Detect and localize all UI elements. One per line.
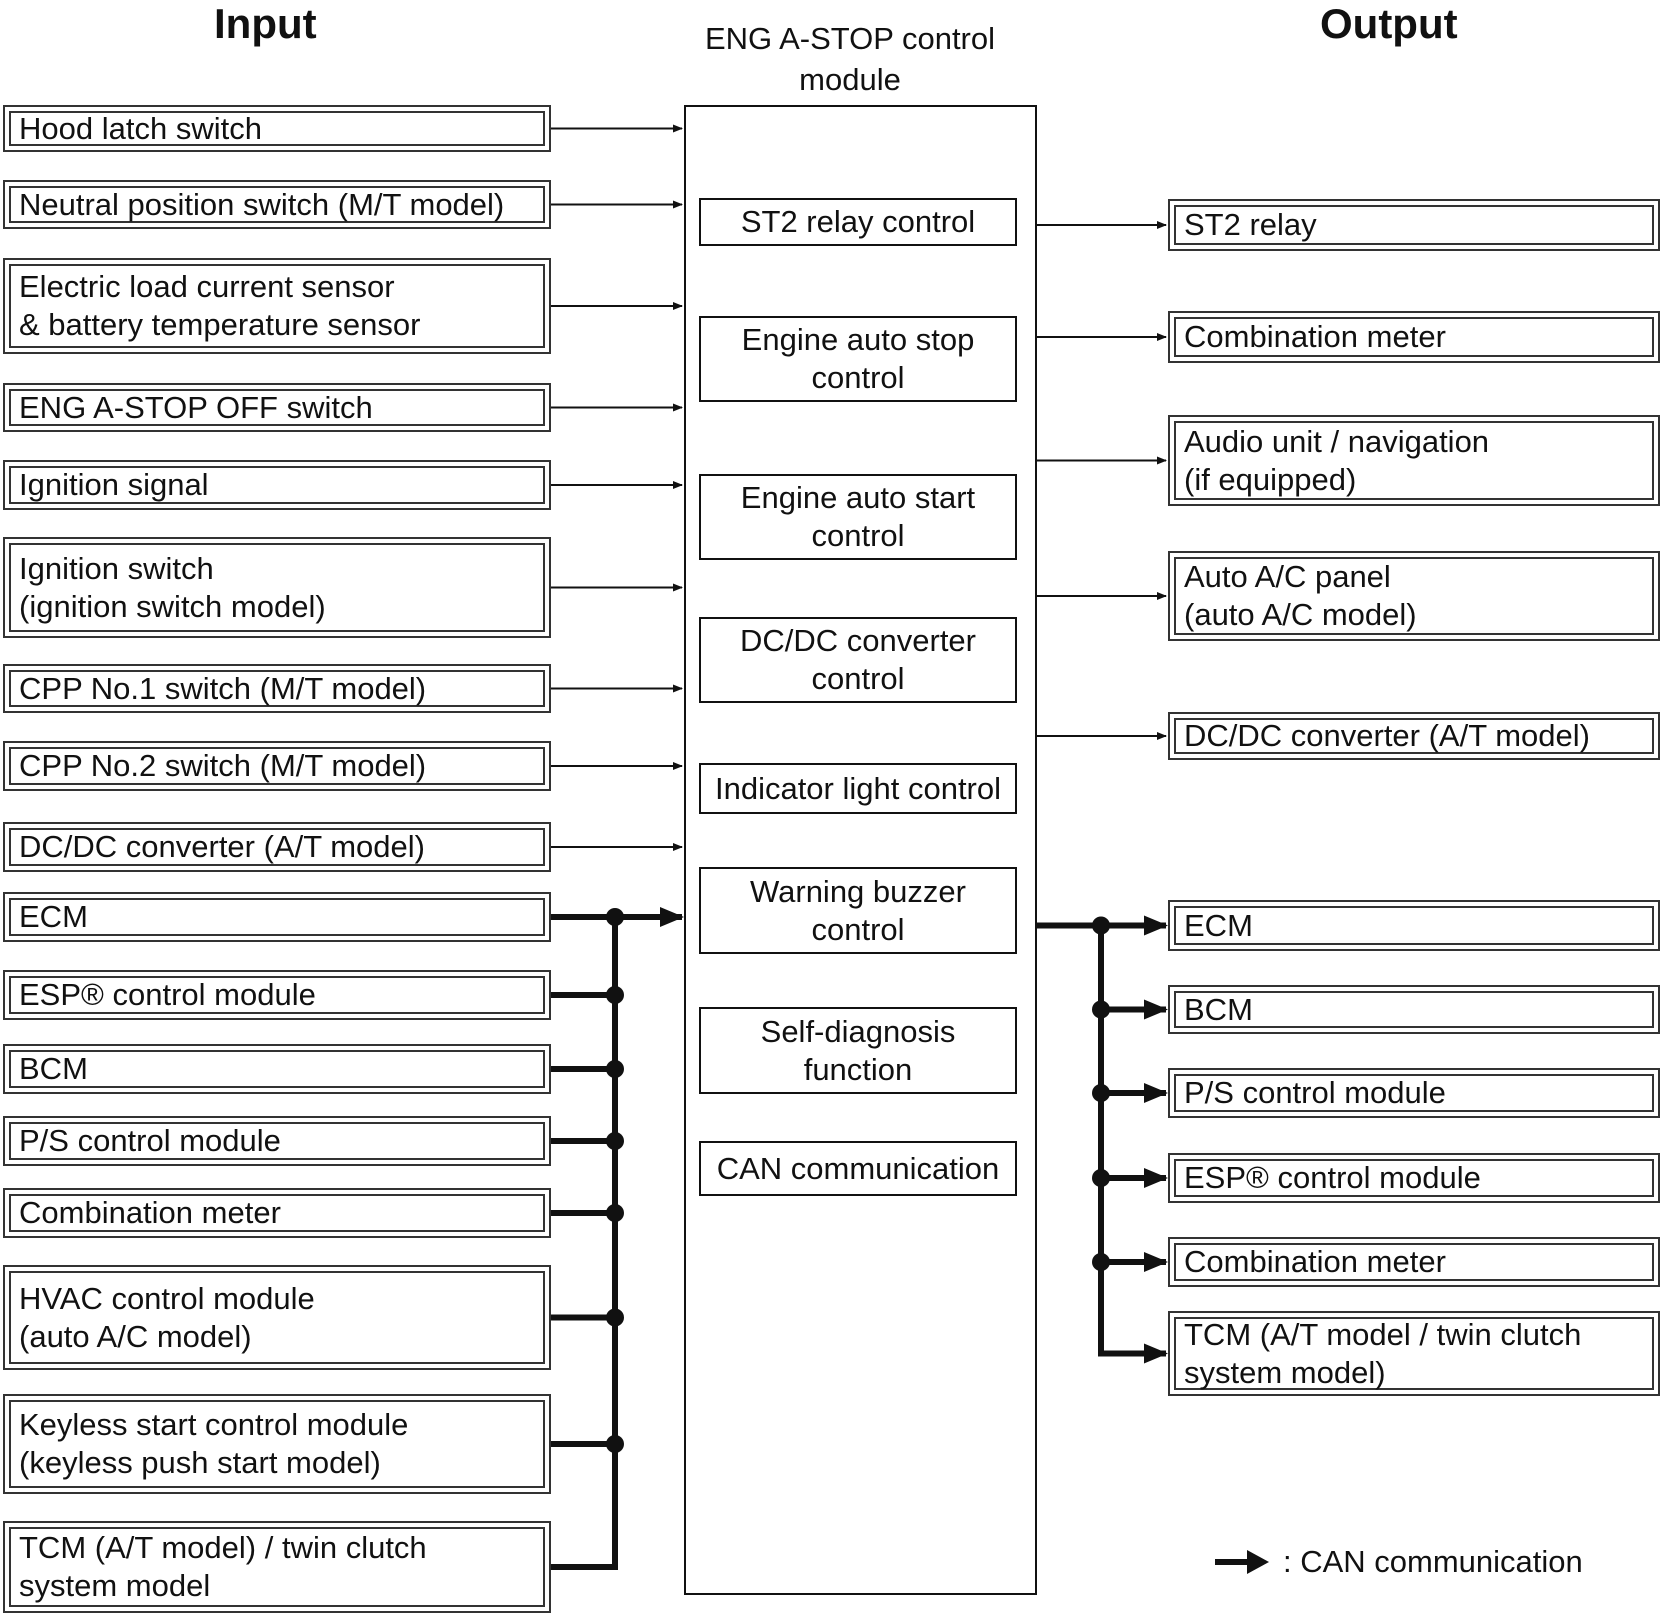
output-box-label: TCM (A/T model / twin clutch system mode… <box>1174 1317 1654 1390</box>
legend-label: : CAN communication <box>1283 1544 1583 1579</box>
function-can-communication: CAN communication <box>699 1141 1017 1196</box>
output-box-bcm: BCM <box>1168 985 1660 1034</box>
output-box-st2-relay: ST2 relay <box>1168 199 1660 251</box>
input-box-ignition-switch-ignition-switch-model: Ignition switch (ignition switch model) <box>3 537 551 638</box>
output-box-label: ECM <box>1174 906 1654 945</box>
output-box-audio-unit-navigation-if-equipped: Audio unit / navigation (if equipped) <box>1168 415 1660 506</box>
input-header: Input <box>214 0 317 47</box>
output-box-label: ESP® control module <box>1174 1159 1654 1197</box>
function-self-diagnosis-function: Self-diagnosis function <box>699 1007 1017 1094</box>
input-box-label: Keyless start control module (keyless pu… <box>9 1400 545 1488</box>
input-box-hood-latch-switch: Hood latch switch <box>3 105 551 152</box>
eng-a-stop-control-module <box>684 105 1037 1595</box>
input-box-label: ESP® control module <box>9 976 545 1014</box>
output-box-label: Combination meter <box>1174 1243 1654 1281</box>
output-box-label: DC/DC converter (A/T model) <box>1174 718 1654 754</box>
input-box-label: BCM <box>9 1050 545 1088</box>
output-header: Output <box>1320 0 1458 47</box>
input-box-label: TCM (A/T model) / twin clutch system mod… <box>9 1527 545 1607</box>
input-box-bcm: BCM <box>3 1044 551 1094</box>
output-box-auto-a-c-panel-auto-a-c-model: Auto A/C panel (auto A/C model) <box>1168 551 1660 641</box>
output-box-label: ST2 relay <box>1174 205 1654 245</box>
output-box-combination-meter: Combination meter <box>1168 311 1660 363</box>
output-box-tcm-a-t-model-twin-clutch-system-model: TCM (A/T model / twin clutch system mode… <box>1168 1311 1660 1396</box>
can-arrow-icon <box>1215 1550 1269 1574</box>
input-box-label: Ignition signal <box>9 466 545 504</box>
output-box-label: Combination meter <box>1174 317 1654 357</box>
function-warning-buzzer-control: Warning buzzer control <box>699 867 1017 954</box>
can-junction-dot <box>1092 1253 1110 1271</box>
output-box-ecm: ECM <box>1168 900 1660 951</box>
output-box-label: Audio unit / navigation (if equipped) <box>1174 421 1654 500</box>
input-box-ecm: ECM <box>3 892 551 942</box>
input-box-label: HVAC control module (auto A/C model) <box>9 1271 545 1364</box>
input-box-hvac-control-module-auto-a-c-model: HVAC control module (auto A/C model) <box>3 1265 551 1370</box>
function-dc-dc-converter-control: DC/DC converter control <box>699 617 1017 703</box>
input-box-label: ECM <box>9 898 545 936</box>
function-engine-auto-stop-control: Engine auto stop control <box>699 316 1017 402</box>
output-box-label: Auto A/C panel (auto A/C model) <box>1174 557 1654 635</box>
input-box-neutral-position-switch-m-t-model: Neutral position switch (M/T model) <box>3 180 551 229</box>
can-junction-dot <box>1092 1169 1110 1187</box>
input-box-cpp-no-1-switch-m-t-model: CPP No.1 switch (M/T model) <box>3 664 551 713</box>
input-box-keyless-start-control-module-keyless-push-start-model: Keyless start control module (keyless pu… <box>3 1394 551 1494</box>
input-box-cpp-no-2-switch-m-t-model: CPP No.2 switch (M/T model) <box>3 741 551 791</box>
input-box-label: Combination meter <box>9 1194 545 1232</box>
input-box-eng-a-stop-off-switch: ENG A-STOP OFF switch <box>3 383 551 432</box>
input-box-label: Hood latch switch <box>9 111 545 146</box>
input-box-esp-control-module: ESP® control module <box>3 970 551 1020</box>
input-box-label: ENG A-STOP OFF switch <box>9 389 545 426</box>
input-box-dc-dc-converter-a-t-model: DC/DC converter (A/T model) <box>3 822 551 872</box>
can-junction-dot <box>1092 1000 1110 1019</box>
function-st2-relay-control: ST2 relay control <box>699 198 1017 246</box>
function-engine-auto-start-control: Engine auto start control <box>699 474 1017 560</box>
module-title: ENG A-STOP control module <box>704 21 996 97</box>
input-box-label: Electric load current sensor & battery t… <box>9 264 545 348</box>
input-box-p-s-control-module: P/S control module <box>3 1116 551 1166</box>
output-box-label: P/S control module <box>1174 1074 1654 1112</box>
input-box-electric-load-current-sensor-battery-temperature-sensor: Electric load current sensor & battery t… <box>3 258 551 354</box>
output-box-combination-meter: Combination meter <box>1168 1237 1660 1287</box>
input-box-label: CPP No.2 switch (M/T model) <box>9 747 545 785</box>
function-indicator-light-control: Indicator light control <box>699 763 1017 814</box>
can-junction-dot <box>1092 916 1110 935</box>
input-box-ignition-signal: Ignition signal <box>3 460 551 510</box>
input-box-label: Ignition switch (ignition switch model) <box>9 543 545 632</box>
legend: : CAN communication <box>1213 1542 1583 1582</box>
input-box-label: P/S control module <box>9 1122 545 1160</box>
input-box-label: CPP No.1 switch (M/T model) <box>9 670 545 707</box>
input-box-label: Neutral position switch (M/T model) <box>9 186 545 223</box>
can-junction-dot <box>1092 1084 1110 1102</box>
input-box-label: DC/DC converter (A/T model) <box>9 828 545 866</box>
output-box-dc-dc-converter-a-t-model: DC/DC converter (A/T model) <box>1168 712 1660 760</box>
input-box-tcm-a-t-model-twin-clutch-system-model: TCM (A/T model) / twin clutch system mod… <box>3 1521 551 1613</box>
output-box-esp-control-module: ESP® control module <box>1168 1153 1660 1203</box>
output-box-p-s-control-module: P/S control module <box>1168 1068 1660 1118</box>
input-box-combination-meter: Combination meter <box>3 1188 551 1238</box>
output-box-label: BCM <box>1174 991 1654 1028</box>
